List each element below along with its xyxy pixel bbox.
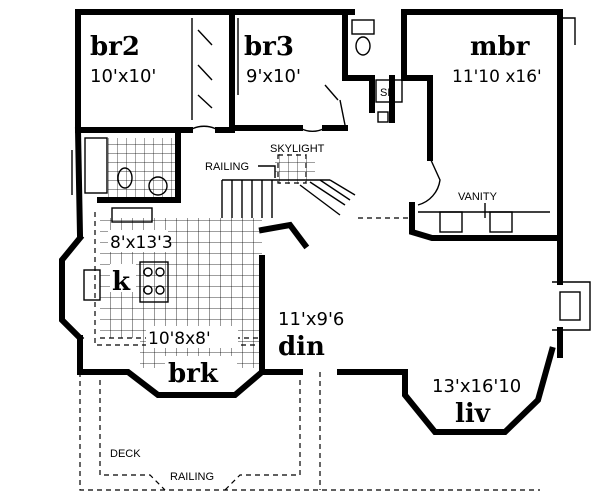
railing-bottom-label: RAILING [170,471,214,483]
shower-label: SH [380,87,395,99]
br2-name: br2 [90,32,140,62]
breakfast-dim: 10'8x8' [148,329,211,349]
skylight-label: SKYLIGHT [270,143,325,155]
mbr-dim: 11'10 x16' [452,67,542,87]
living-dim: 13'x16'10 [432,376,521,397]
breakfast-dim-bg [146,326,238,348]
kitchen-dim: 8'x13'3 [110,233,173,253]
living-name: liv [455,399,491,429]
mbr-name: mbr [470,32,530,62]
kitchen-name-bg [110,264,136,292]
br3-name: br3 [244,32,294,62]
breakfast-name-bg [165,356,237,386]
detail-lines [71,17,591,331]
br3-dim: 9'x10' [246,66,301,87]
bath-tile-floor [108,138,178,198]
interior-walls [75,9,558,375]
railing-top-label: RAILING [205,161,249,173]
exterior-walls [59,9,563,435]
kitchen-label-bg [108,230,168,252]
dining-dim: 11'x9'6 [278,309,344,330]
breakfast-name: brk [168,359,219,389]
hall-tile-floor [275,154,315,184]
br2-dim: 10'x10' [90,66,156,87]
kitchen-name: k [112,267,131,297]
deck-label: DECK [110,448,141,460]
vanity-label: VANITY [458,191,498,203]
dining-name: din [278,332,325,362]
